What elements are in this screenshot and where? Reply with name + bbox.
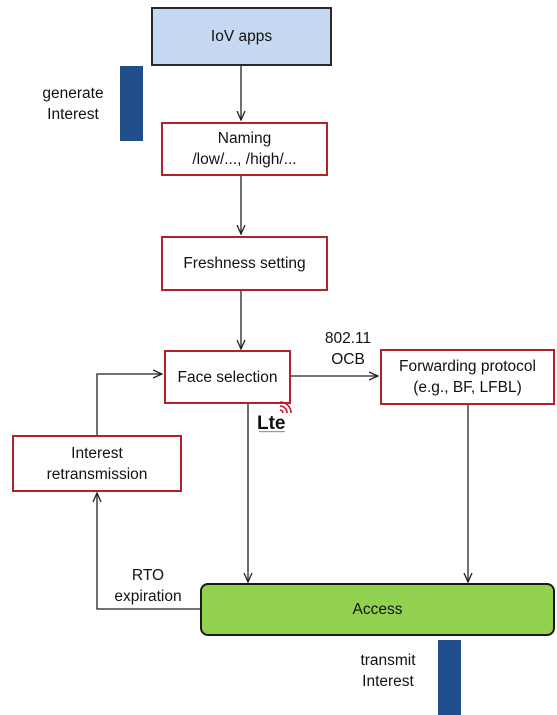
node-naming: Naming /low/..., /high/... bbox=[161, 122, 328, 176]
node-access: Access bbox=[200, 583, 555, 636]
arrow-retransmission-to-face bbox=[96, 374, 162, 435]
label-802-11-ocb: 802.11 OCB bbox=[324, 330, 372, 368]
node-interest-retransmission: Interest retransmission bbox=[12, 435, 182, 492]
node-access-label: Access bbox=[352, 601, 403, 618]
node-iov-apps-label: IoV apps bbox=[210, 28, 273, 45]
label-generate-interest: generate Interest bbox=[42, 85, 104, 123]
node-interest-retransmission-label: Interest retransmission bbox=[46, 444, 148, 483]
lte-logo-icon: Lte bbox=[257, 401, 292, 434]
node-forwarding-protocol: Forwarding protocol (e.g., BF, LFBL) bbox=[380, 349, 555, 405]
arrow-access-to-retransmission bbox=[97, 493, 200, 610]
svg-text:Lte: Lte bbox=[257, 413, 286, 434]
node-face-selection: Face selection bbox=[164, 350, 291, 404]
node-naming-label: Naming /low/..., /high/... bbox=[192, 130, 297, 168]
label-transmit-interest: transmit Interest bbox=[360, 652, 416, 690]
node-freshness-setting: Freshness setting bbox=[161, 236, 328, 291]
node-iov-apps: IoV apps bbox=[151, 7, 332, 66]
node-forwarding-protocol-label: Forwarding protocol (e.g., BF, LFBL) bbox=[399, 358, 536, 396]
label-rto-expiration: RTO expiration bbox=[114, 567, 182, 605]
node-face-selection-label: Face selection bbox=[177, 368, 278, 386]
node-freshness-setting-label: Freshness setting bbox=[183, 255, 306, 272]
transmit-interest-bar bbox=[438, 640, 461, 715]
generate-interest-bar bbox=[120, 66, 143, 141]
